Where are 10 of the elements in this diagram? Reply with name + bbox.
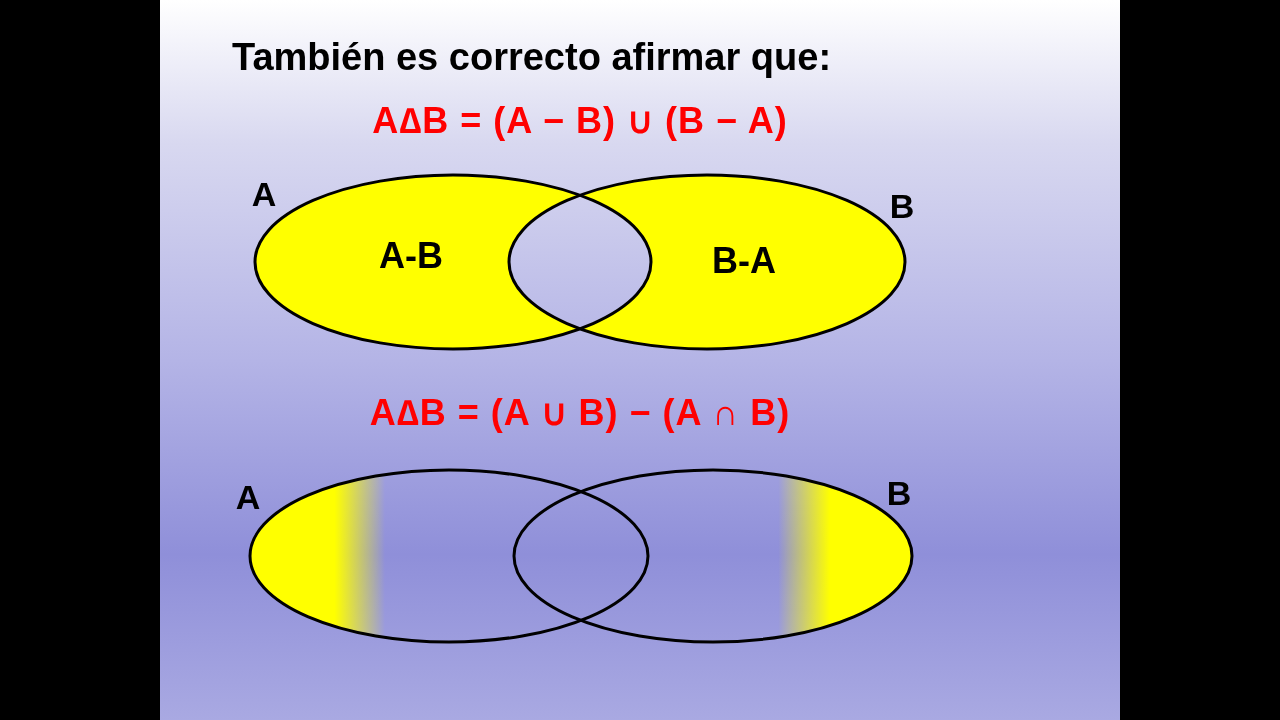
set-name: A [251,174,277,214]
set-formula: A∆B = (A ∪ B) − (A ∩ B) [368,392,792,434]
set-name: B [889,186,915,226]
region-label: B-A [712,240,776,282]
set-ellipse [514,470,912,642]
set-formula: A∆B = (A − B) ∪ (B − A) [371,100,789,142]
region-label: A-B [379,235,443,277]
set-name: B [886,473,912,513]
set-name: A [235,477,261,517]
slide-title: También es correcto afirmar que: [232,36,832,79]
